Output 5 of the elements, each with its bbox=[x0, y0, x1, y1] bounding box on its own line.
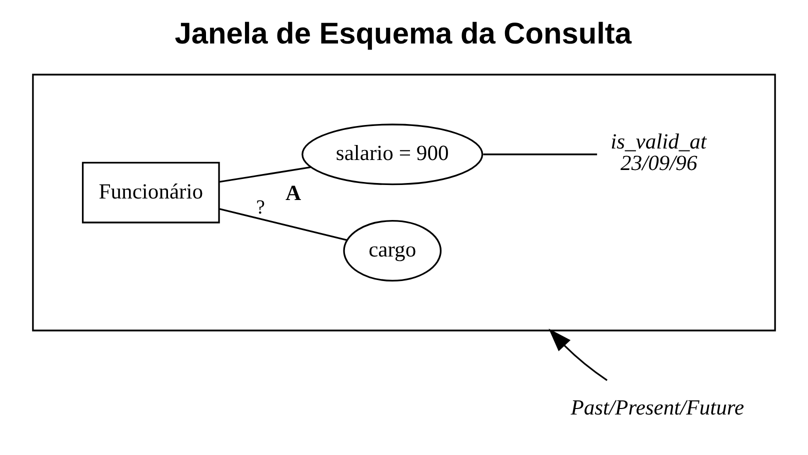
node-text: is_valid_at 23/09/96 bbox=[610, 129, 706, 176]
node-text: Past/Present/Future bbox=[570, 395, 744, 420]
node-label: A bbox=[285, 180, 302, 205]
diagram-title: Janela de Esquema da Consulta bbox=[174, 18, 632, 51]
edge-label: ? bbox=[256, 196, 265, 219]
